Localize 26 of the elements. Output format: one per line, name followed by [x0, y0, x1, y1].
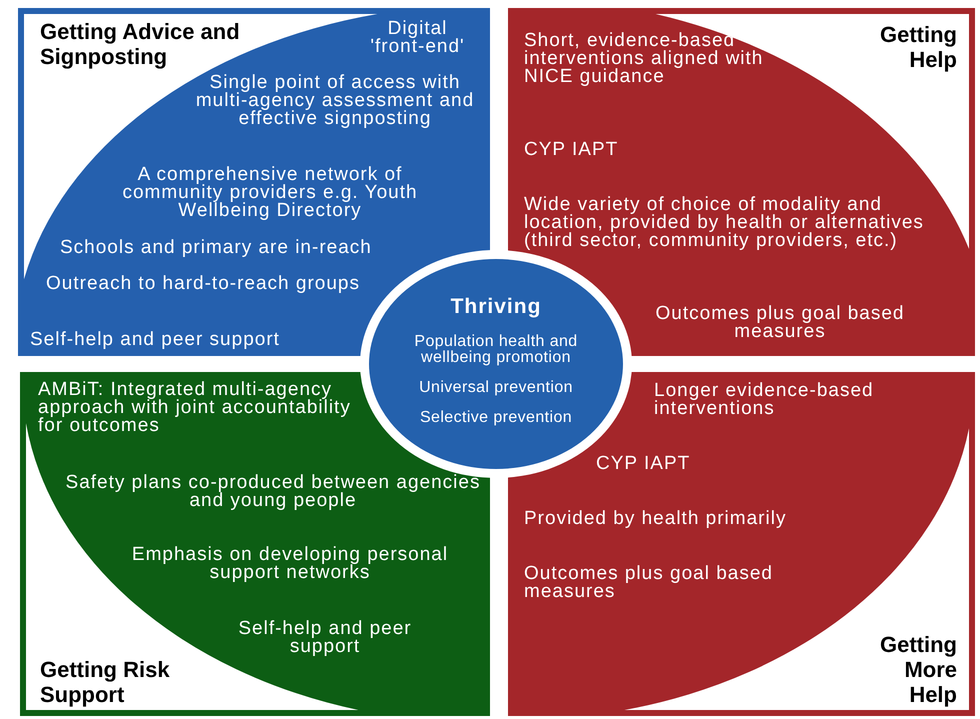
panel-text: CYP IAPT: [596, 455, 692, 473]
panel-text: A comprehensive network of community providers e.g. Youth Wellbeing Directory: [121, 166, 419, 220]
panel-text: Schools and primary are in-reach: [60, 239, 373, 257]
panel-text: Selective prevention: [418, 410, 574, 426]
panel-text: Longer evidence-based interventions: [654, 382, 875, 418]
panel-text: Self-help and peer support: [237, 620, 413, 656]
panel-text: AMBiT: Integrated multi-agency approach with joint accountability for outcomes: [38, 381, 352, 435]
panel-text: Universal prevention: [418, 380, 574, 396]
panel-text: CYP IAPT: [524, 141, 620, 159]
panel-text: Short, evidence-based interventions aligned with NICE guidance: [524, 32, 764, 86]
circle-heading: Thriving: [450, 298, 542, 316]
panel-text: Wide variety of choice of modality and location, provided by health or alternatives (third sector, community providers, etc.): [524, 196, 925, 250]
panel-text: Outcomes plus goal based measures: [524, 565, 774, 601]
panel-text: Digital 'front-end': [369, 20, 466, 56]
quadrant-heading: Getting Advice and Signposting: [40, 19, 241, 69]
panel-text: Single point of access with multi-agency assessment and effective signposting: [194, 74, 476, 128]
panel-text: Population health and wellbeing promotion: [413, 334, 579, 366]
quadrant-heading: Getting More Help: [879, 632, 957, 707]
panel-text: Self-help and peer support: [30, 331, 281, 349]
panel-text: Provided by health primarily: [524, 510, 788, 528]
panel-text: Outreach to hard-to-reach groups: [46, 275, 361, 293]
panel-text: Outcomes plus goal based measures: [655, 305, 905, 341]
panel-text: Emphasis on developing personal support networks: [130, 546, 450, 582]
panel-text: Safety plans co-produced between agencies and young people: [64, 474, 482, 510]
quadrant-heading: Getting Help: [879, 22, 957, 72]
quadrant-heading: Getting Risk Support: [40, 657, 171, 707]
